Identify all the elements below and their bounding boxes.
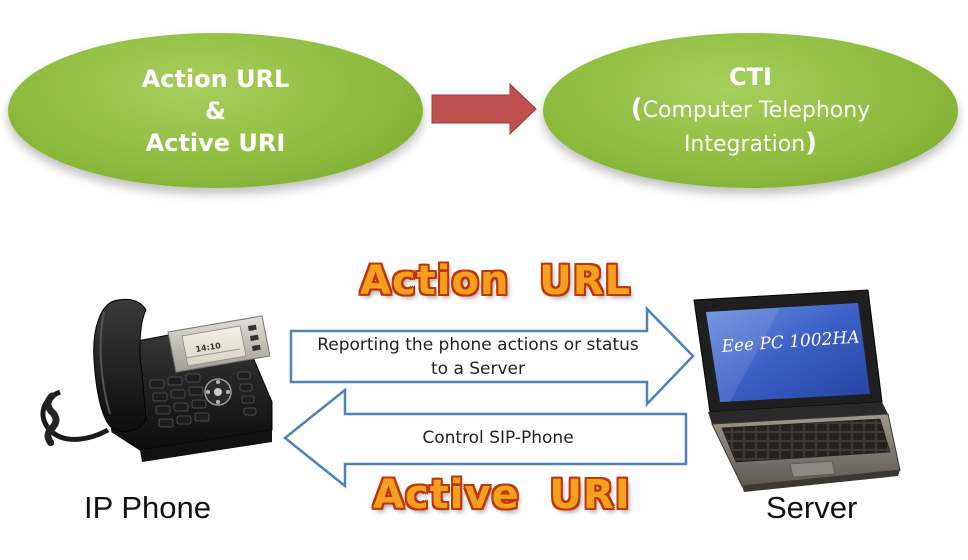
laptop-server-icon: Eee PC 1002HA — [693, 289, 901, 492]
node-line-computer-telephony: (Computer Telephony — [631, 93, 870, 127]
node-line-active-uri: Active URI — [145, 128, 286, 157]
server-caption: Server — [766, 490, 858, 525]
reporting-text-line2: to a Server — [430, 359, 526, 379]
ip-phone-caption: IP Phone — [84, 490, 211, 525]
action-url-active-uri-node: Action URL & Active URI — [8, 33, 423, 188]
control-text: Control SIP-Phone — [422, 428, 574, 448]
control-arrow-left — [282, 387, 688, 489]
node-line-integration: Integration) — [684, 127, 817, 161]
phone-screen-time: 14:10 — [195, 341, 222, 354]
cti-node: CTI (Computer Telephony Integration) — [543, 33, 958, 188]
close-paren: ) — [805, 127, 818, 158]
active-uri-label: Active URI — [373, 472, 631, 518]
node-line-ampersand: & — [205, 96, 226, 125]
action-url-label: Action URL — [360, 258, 632, 304]
node-text-integration: Integration — [683, 131, 806, 157]
flow-arrow-red — [431, 82, 537, 136]
node-text-computer-telephony: Computer Telephony — [642, 97, 871, 123]
node-line-action-url: Action URL — [141, 64, 290, 93]
reporting-text-line1: Reporting the phone actions or status — [317, 335, 639, 355]
ip-phone-icon: 14:10 — [40, 298, 273, 462]
report-arrow-right — [289, 305, 695, 408]
reporting-text: Reporting the phone actions or status to… — [300, 333, 656, 381]
open-paren: ( — [630, 93, 643, 124]
node-title-cti: CTI — [729, 62, 772, 91]
